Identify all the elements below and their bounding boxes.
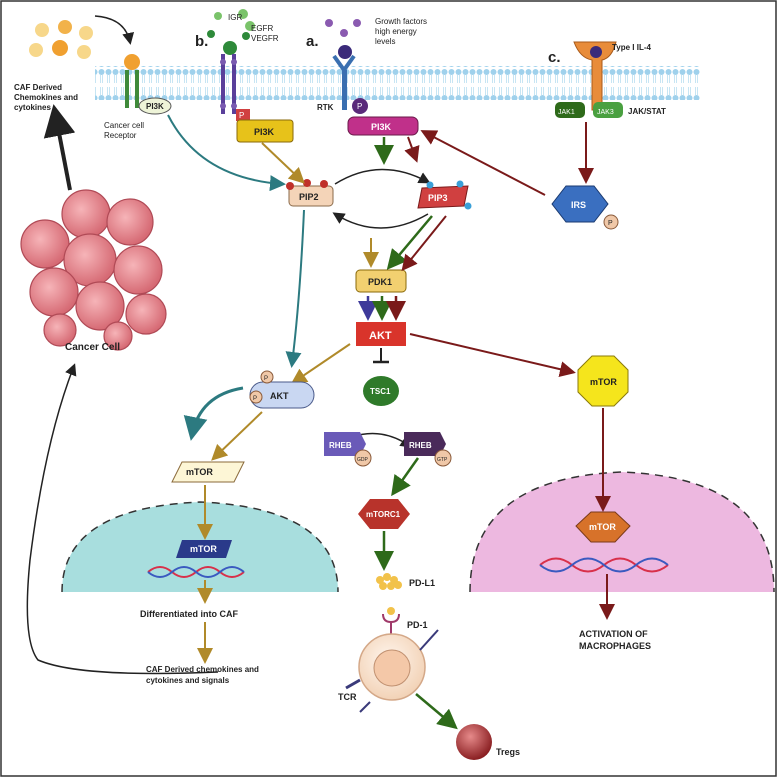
irs-node	[551, 185, 609, 223]
akt-box	[356, 322, 406, 346]
cell-membrane	[95, 66, 700, 100]
cancer-cell-receptor-line1: Cancer cell	[104, 121, 144, 130]
cancer-cell-receptor	[124, 54, 172, 115]
igr-label: IGR	[228, 13, 242, 22]
pd-l1-label: PD-L1	[409, 578, 435, 588]
mtor-orange-label: mTOR	[589, 522, 616, 532]
macrophages-line2: MACROPHAGES	[579, 641, 651, 651]
rheb-gtp-node	[404, 432, 446, 456]
caf-bottom-line2: cytokines and signals	[146, 676, 230, 685]
pip3-label: PIP3	[428, 193, 448, 203]
irs-p-label: P	[608, 220, 613, 227]
panel-label-b: b.	[195, 33, 208, 50]
t-cell	[345, 607, 439, 713]
mtor-nucleus-box	[176, 540, 232, 558]
irs-phospho	[603, 214, 619, 230]
akt-p2-label: P	[253, 396, 257, 402]
egfr-receptor	[207, 9, 255, 114]
il4-receptor	[555, 41, 623, 118]
rtk-p-label: P	[357, 102, 362, 111]
gtp-label: GTP	[437, 457, 448, 463]
growth-factors-line2: high energy	[375, 27, 417, 36]
caf-top-line3: cytokines	[14, 103, 51, 112]
tregs-label: Tregs	[496, 747, 520, 757]
caf-bottom-line1: CAF Derived chemokines and	[146, 665, 259, 674]
rheb-gdp-node	[324, 432, 366, 456]
mtor-yellow-node	[577, 355, 629, 407]
mtor-left-box	[171, 461, 245, 483]
rtk-receptor	[325, 19, 368, 114]
pip2-label: PIP2	[299, 192, 319, 202]
pi3k-yellow	[236, 119, 294, 143]
egfr-label: EGFR	[251, 24, 273, 33]
differentiated-label: Differentiated into CAF	[140, 609, 239, 619]
tsc1-label: TSC1	[370, 387, 391, 396]
pip-cycle-bottom	[332, 212, 429, 229]
growth-factors-line1: Growth factors	[375, 17, 427, 26]
panel-label-a: a.	[306, 33, 319, 50]
tsc1-node	[363, 376, 399, 406]
cancer-cell-receptor-line2: Receptor	[104, 131, 137, 140]
tregs-cell	[456, 724, 492, 760]
cancer-to-caf-arrow	[43, 104, 76, 191]
gdp-label: GDP	[357, 457, 369, 463]
jak-stat-label: JAK/STAT	[628, 107, 666, 116]
rtk-label: RTK	[317, 103, 334, 112]
jak1-label: JAK1	[558, 109, 575, 116]
growth-factors-line3: levels	[375, 37, 395, 46]
pd-l1-dots	[376, 573, 402, 590]
caf-top-line2: Chemokines and	[14, 93, 78, 102]
cancer-cell-label: Cancer Cell	[65, 342, 120, 353]
mtor-left-label: mTOR	[186, 467, 213, 477]
pip3-box	[417, 185, 469, 209]
pi3k-magenta-label: PI3K	[371, 122, 392, 132]
pip-cycle-top	[334, 168, 431, 185]
mtor-orange-node	[575, 511, 631, 543]
mtorc1-node	[358, 499, 410, 529]
rheb-gtp-label: RHEB	[409, 441, 432, 450]
rheb-gdp-label: RHEB	[329, 441, 352, 450]
mtorc1-label: mTORC1	[366, 510, 401, 519]
pdk1-box	[355, 269, 407, 293]
pip2-box	[288, 185, 334, 207]
cancer-cell-cluster	[20, 189, 167, 351]
pi3k-magenta	[347, 116, 419, 136]
caf-feedback-arrow	[26, 363, 219, 675]
tcr-label: TCR	[338, 692, 357, 702]
chemokine-arrow	[94, 15, 135, 45]
caf-top-line1: CAF Derived	[14, 83, 62, 92]
jak3-label: JAK3	[597, 109, 614, 116]
mtor-nucleus-label: mTOR	[190, 544, 217, 554]
vegfr-label: VEGFR	[251, 34, 279, 43]
pdk1-label: PDK1	[368, 277, 392, 287]
egfr-phospho	[236, 109, 250, 121]
akt-label: AKT	[369, 330, 392, 342]
pi3k-receptor-label: PI3K	[146, 102, 164, 111]
pi3k-yellow-label: PI3K	[254, 127, 275, 137]
mtor-yellow-label: mTOR	[590, 377, 617, 387]
akt-p1-label: P	[264, 376, 268, 382]
irs-label: IRS	[571, 200, 586, 210]
pd-1-label: PD-1	[407, 620, 428, 630]
akt-phospho-label: AKT	[270, 391, 289, 401]
macrophages-line1: ACTIVATION OF	[579, 629, 648, 639]
caf-chemokine-dots	[29, 20, 93, 59]
egfr-p-label: P	[239, 111, 244, 120]
panel-label-c: c.	[548, 49, 561, 66]
type1-il4-label: Type I IL-4	[612, 43, 652, 52]
